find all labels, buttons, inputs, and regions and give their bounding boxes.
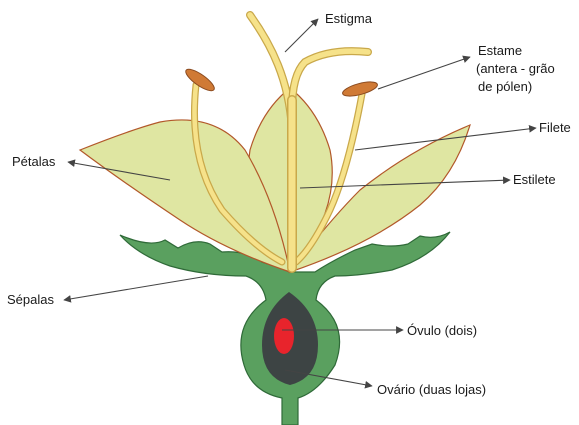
left-anther xyxy=(183,66,217,95)
label-ovulo: Óvulo (dois) xyxy=(407,323,477,338)
label-estame-detail-1: (antera - grão xyxy=(476,61,555,76)
label-sepalas: Sépalas xyxy=(7,292,54,307)
label-ovario: Ovário (duas lojas) xyxy=(377,382,486,397)
ovule xyxy=(274,318,294,354)
pointer-sepalas xyxy=(64,276,208,300)
label-petalas: Pétalas xyxy=(12,154,56,169)
label-estame: Estame xyxy=(478,43,522,58)
pointer-estigma xyxy=(285,19,318,52)
label-estame-detail-2: de pólen) xyxy=(478,79,532,94)
label-estilete: Estilete xyxy=(513,172,556,187)
pointer-estame xyxy=(378,57,470,89)
label-estigma: Estigma xyxy=(325,11,373,26)
label-filete: Filete xyxy=(539,120,571,135)
